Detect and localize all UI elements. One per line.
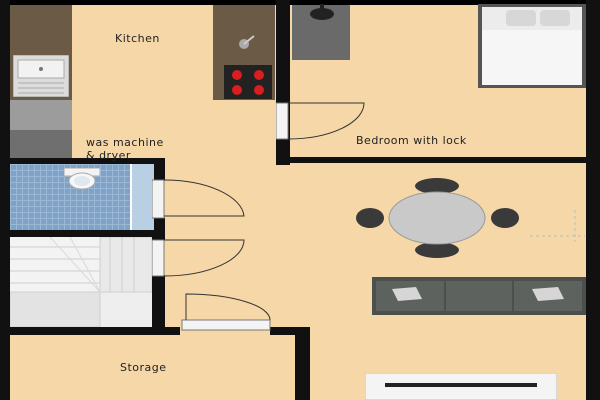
storage-door[interactable] [180, 292, 275, 332]
wall-storage-right [295, 327, 310, 400]
wall-laundry-right-2 [152, 218, 165, 240]
wall-stair-right [152, 275, 165, 330]
stairs-icon [10, 237, 152, 327]
storage-label: Storage [120, 361, 167, 374]
wall-laundry-bottom [10, 230, 165, 237]
faucet-icon [239, 35, 255, 49]
wall-laundry-top [10, 158, 165, 164]
wall-bedroom-bottom [290, 157, 586, 163]
shower-tray [130, 164, 154, 230]
washing-machine [10, 100, 72, 130]
toilet-icon [64, 168, 100, 190]
sink-icon [13, 55, 69, 97]
storage-floor [10, 335, 295, 400]
stair-door[interactable] [152, 238, 247, 278]
wall-right-outer [586, 0, 600, 400]
wall-laundry-right [152, 158, 165, 180]
lamp-icon [310, 4, 334, 20]
tv-unit [365, 373, 557, 400]
bedroom-door[interactable] [276, 95, 368, 140]
dining-table-icon [356, 178, 519, 258]
kitchen-label: Kitchen [115, 32, 160, 45]
sofa-icon [372, 277, 586, 315]
wall-storage-top-right [270, 327, 310, 335]
hob-icon [224, 65, 272, 99]
wall-kitchen-bedroom [276, 0, 290, 165]
bedroom-label: Bedroom with lock [356, 134, 467, 147]
wall-left-outer [0, 0, 10, 400]
bed-icon [478, 4, 586, 88]
bathroom-door[interactable] [152, 178, 247, 220]
dryer [10, 130, 72, 158]
dimension-marks [530, 210, 585, 242]
laundry-label: was machine & dryer [86, 136, 164, 162]
wall-storage-top [10, 327, 180, 335]
